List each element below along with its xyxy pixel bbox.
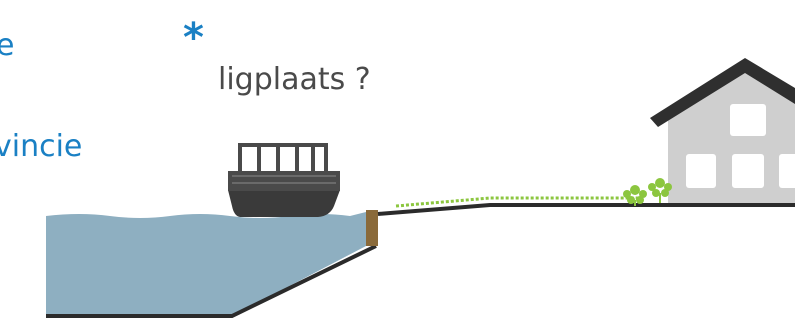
house-icon — [650, 58, 795, 203]
ground-line — [378, 205, 795, 214]
boat-cabin-frame — [240, 145, 326, 171]
house-window-bottom-middle — [732, 154, 764, 188]
house-window-bottom-left — [686, 154, 716, 188]
plant-icon — [623, 178, 672, 206]
water-body — [46, 212, 366, 316]
houseboat-icon — [228, 145, 340, 217]
quay-post — [366, 210, 378, 246]
boat-hull — [228, 190, 340, 217]
house-window-bottom-right — [779, 154, 795, 188]
boat-deck — [228, 171, 340, 191]
house-window-top — [730, 104, 766, 136]
